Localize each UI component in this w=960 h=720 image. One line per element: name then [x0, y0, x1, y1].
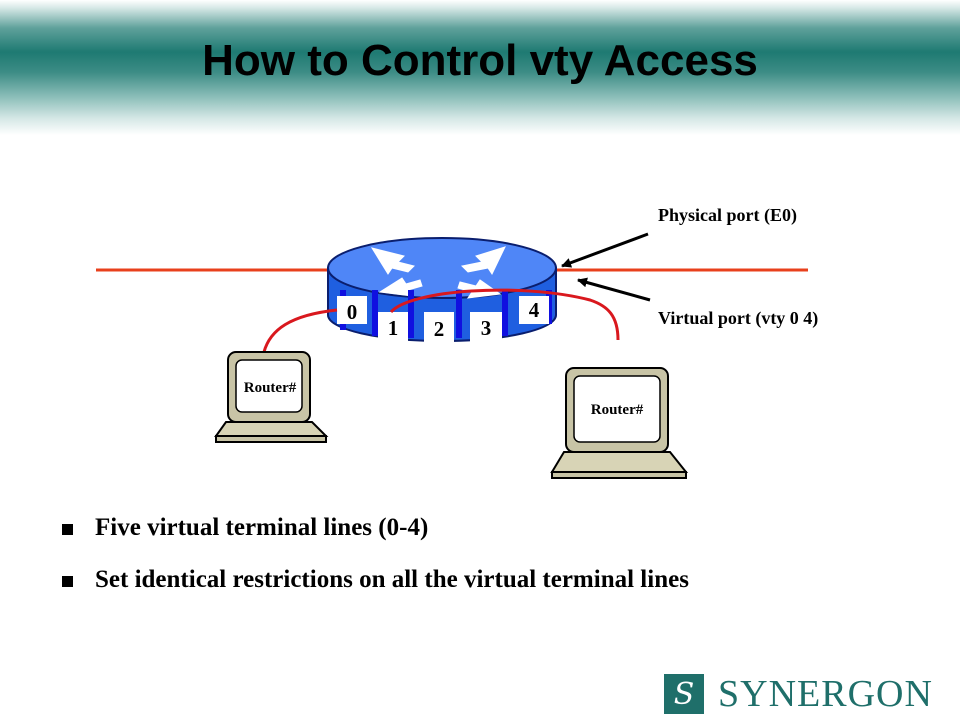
slide-title: How to Control vty Access [202, 36, 758, 85]
vty-port-1: 1 [378, 312, 408, 342]
vty-port-3: 3 [470, 312, 502, 344]
physical-port-arrow [561, 232, 649, 268]
bullet-text: Five virtual terminal lines (0-4) [95, 514, 429, 541]
vty-port-0: 0 [337, 296, 367, 324]
terminal-left: Router# [214, 351, 329, 443]
vty-port-4: 4 [519, 296, 549, 324]
svg-text:3: 3 [481, 316, 492, 340]
bullet-text: Set identical restrictions on all the vi… [95, 566, 689, 593]
svg-text:2: 2 [434, 317, 445, 341]
terminal-left-prompt: Router# [244, 380, 297, 396]
terminal-right-prompt: Router# [591, 402, 644, 418]
virtual-port-label: Virtual port (vty 0 4) [658, 308, 818, 329]
bullet-item: Set identical restrictions on all the vi… [62, 554, 689, 606]
svg-text:0: 0 [347, 300, 358, 324]
virtual-port-arrow [577, 277, 651, 302]
bullet-list: Five virtual terminal lines (0-4) Set id… [62, 502, 689, 606]
physical-port-label: Physical port (E0) [658, 205, 797, 226]
synergon-logo-text: SYNERGON [718, 673, 933, 715]
synergon-logo: S SYNERGON [664, 674, 944, 714]
connection-left [262, 308, 338, 353]
svg-text:1: 1 [388, 316, 399, 340]
synergon-logo-mark: S [664, 674, 704, 714]
bullet-square-icon [62, 575, 73, 587]
vty-port-2: 2 [424, 312, 454, 344]
terminal-right: Router# [550, 367, 689, 479]
connection-right [389, 288, 620, 341]
bullet-item: Five virtual terminal lines (0-4) [62, 502, 689, 554]
header-band [0, 0, 960, 135]
svg-text:4: 4 [529, 298, 540, 322]
bullet-square-icon [62, 523, 73, 535]
